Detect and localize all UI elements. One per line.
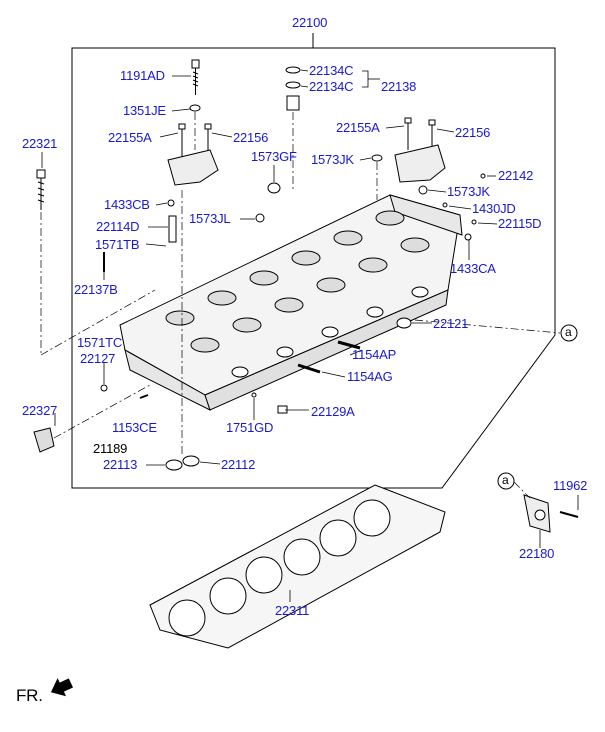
assembly-boundary bbox=[71, 47, 556, 489]
part-label-1430JD[interactable]: 1430JD bbox=[472, 201, 516, 216]
part-label-22138[interactable]: 22138 bbox=[381, 79, 417, 94]
front-direction-arrow bbox=[50, 678, 73, 697]
part-label-1154AG[interactable]: 1154AG bbox=[347, 369, 393, 384]
part-label-22113[interactable]: 22113 bbox=[103, 457, 138, 472]
part-label-1751GD[interactable]: 1751GD bbox=[226, 420, 274, 435]
part-label-1573JK-lower[interactable]: 1573JK bbox=[447, 184, 490, 199]
cylinder-head-block bbox=[119, 194, 463, 411]
part-label-22155A-right[interactable]: 22155A bbox=[336, 120, 380, 135]
part-label-22180[interactable]: 22180 bbox=[519, 546, 555, 561]
callout-marker-a-main: a bbox=[565, 325, 572, 339]
part-label-1433CA[interactable]: 1433CA bbox=[450, 261, 496, 276]
leader-lines bbox=[41, 69, 579, 602]
part-label-22137B[interactable]: 22137B bbox=[74, 282, 118, 297]
part-label-1433CB[interactable]: 1433CB bbox=[104, 197, 150, 212]
part-label-22129A[interactable]: 22129A bbox=[311, 404, 355, 419]
part-label-22134C-upper[interactable]: 22134C bbox=[309, 63, 354, 78]
callout-marker-a-detail: a bbox=[502, 473, 509, 487]
part-label-22156-left[interactable]: 22156 bbox=[233, 130, 269, 145]
head-gasket bbox=[149, 484, 446, 649]
front-indicator-label: FR. bbox=[16, 686, 43, 705]
part-label-22142[interactable]: 22142 bbox=[498, 168, 534, 183]
part-label-22156-right[interactable]: 22156 bbox=[455, 125, 491, 140]
center-lines bbox=[40, 112, 561, 499]
part-label-22121[interactable]: 22121 bbox=[433, 316, 469, 331]
part-label-22115D[interactable]: 22115D bbox=[498, 216, 542, 231]
part-label-1573JL[interactable]: 1573JL bbox=[189, 211, 231, 226]
side-ports bbox=[231, 286, 429, 378]
part-label-1191AD[interactable]: 1191AD bbox=[120, 68, 165, 83]
part-label-22114D[interactable]: 22114D bbox=[96, 219, 140, 234]
assembly-label: 22100 bbox=[292, 15, 328, 30]
part-label-22327[interactable]: 22327 bbox=[22, 403, 58, 418]
part-label-22311[interactable]: 22311 bbox=[275, 603, 310, 618]
part-label-1571TB[interactable]: 1571TB bbox=[95, 237, 140, 252]
part-label-22112[interactable]: 22112 bbox=[221, 457, 256, 472]
part-label-1573JK-upper[interactable]: 1573JK bbox=[311, 152, 354, 167]
part-label-22321[interactable]: 22321 bbox=[22, 136, 58, 151]
part-label-11962[interactable]: 11962 bbox=[553, 478, 588, 493]
part-label-22155A-left[interactable]: 22155A bbox=[108, 130, 152, 145]
part-label-1571TC[interactable]: 1571TC bbox=[77, 335, 123, 350]
part-label-22127[interactable]: 22127 bbox=[80, 351, 116, 366]
part-label-21189[interactable]: 21189 bbox=[93, 441, 128, 456]
part-label-1154AP[interactable]: 1154AP bbox=[352, 347, 397, 362]
hardware-parts bbox=[33, 59, 579, 533]
cam-bridges bbox=[165, 210, 430, 353]
part-label-1573GF[interactable]: 1573GF bbox=[251, 149, 297, 164]
part-label-1351JE[interactable]: 1351JE bbox=[123, 103, 166, 118]
part-label-22134C-lower[interactable]: 22134C bbox=[309, 79, 354, 94]
part-label-1153CE[interactable]: 1153CE bbox=[112, 420, 157, 435]
